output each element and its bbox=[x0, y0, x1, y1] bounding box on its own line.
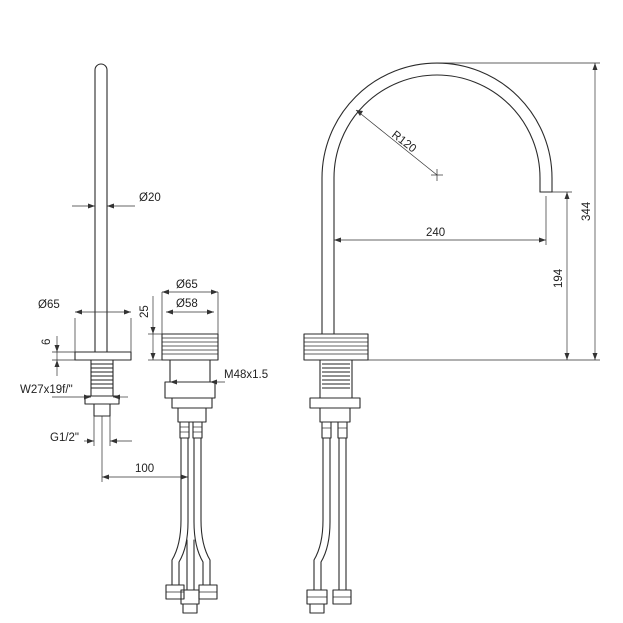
hose-connector bbox=[93, 403, 111, 417]
dim-total-height: 344 bbox=[437, 62, 600, 360]
label-spout-diameter: Ø20 bbox=[139, 192, 161, 204]
spout-shank-thread bbox=[322, 363, 350, 389]
spout-outer-contour bbox=[321, 62, 553, 335]
hose-left-inner bbox=[178, 437, 189, 586]
hose-left bbox=[171, 437, 182, 586]
dim-body-height: 25 bbox=[139, 296, 162, 361]
label-hose-thread: G1/2" bbox=[50, 432, 79, 444]
dim-spout-radius: R120 bbox=[355, 109, 443, 181]
label-body-height: 25 bbox=[139, 305, 151, 318]
spout-hose-end-fittings bbox=[306, 589, 352, 614]
hose-end-fittings bbox=[165, 584, 218, 614]
valve-shank bbox=[169, 359, 211, 383]
valve-ring bbox=[164, 381, 216, 399]
dim-hose-spacing: 100 bbox=[101, 416, 188, 482]
dim-body-outer-diameter: Ø65 bbox=[161, 279, 219, 334]
body-grip-lines bbox=[162, 337, 218, 355]
label-connection-thread: W27x19f/" bbox=[20, 384, 73, 396]
spout-hose-left bbox=[313, 437, 324, 591]
hose-right-inner bbox=[200, 437, 211, 586]
spout-nut bbox=[309, 397, 361, 409]
dim-flange-thickness: 6 bbox=[41, 336, 75, 376]
valve-connector bbox=[177, 407, 207, 423]
label-body-inner-diameter: Ø58 bbox=[176, 298, 198, 310]
dim-side-spout-diameter: Ø20 bbox=[72, 192, 161, 209]
front-view-spout bbox=[303, 62, 553, 614]
hose-fittings-top bbox=[179, 421, 203, 439]
spout-hose-fittings bbox=[321, 421, 348, 439]
label-mount-thread: M48x1.5 bbox=[224, 369, 268, 381]
label-body-outer-diameter: Ø65 bbox=[176, 279, 198, 291]
label-base-diameter-left: Ø65 bbox=[38, 299, 60, 311]
spout-tube bbox=[94, 63, 108, 353]
spout-body-grip-lines bbox=[304, 337, 368, 355]
dim-spout-reach: 240 bbox=[334, 196, 547, 245]
dim-hose-thread: G1/2" bbox=[50, 416, 132, 446]
valve-body-view bbox=[161, 333, 219, 614]
dim-left-base-diameter: Ø65 bbox=[38, 299, 132, 352]
label-hose-spacing: 100 bbox=[135, 463, 154, 475]
spout-inner-contour bbox=[333, 74, 541, 335]
label-flange-thickness: 6 bbox=[41, 339, 53, 345]
label-total-height: 344 bbox=[581, 201, 593, 221]
label-outlet-height: 194 bbox=[553, 268, 565, 288]
hose-center bbox=[186, 539, 195, 591]
dim-body-inner-diameter: Ø58 bbox=[166, 298, 214, 315]
label-spout-radius: R120 bbox=[389, 129, 418, 155]
dim-mount-thread: M48x1.5 bbox=[170, 369, 268, 385]
threaded-shank bbox=[90, 359, 114, 397]
hose-right bbox=[193, 437, 204, 586]
spout-shank bbox=[319, 359, 353, 399]
dim-connection-thread: W27x19f/" bbox=[20, 384, 128, 400]
base-flange bbox=[74, 351, 132, 361]
valve-base-nut bbox=[171, 397, 213, 409]
dim-outlet-height: 194 bbox=[368, 191, 600, 361]
spout-hose-left-inner bbox=[320, 437, 331, 591]
side-view-spout bbox=[74, 63, 132, 417]
label-spout-reach: 240 bbox=[426, 227, 445, 239]
spout-connector bbox=[319, 407, 351, 423]
shank-thread-lines bbox=[91, 363, 113, 389]
